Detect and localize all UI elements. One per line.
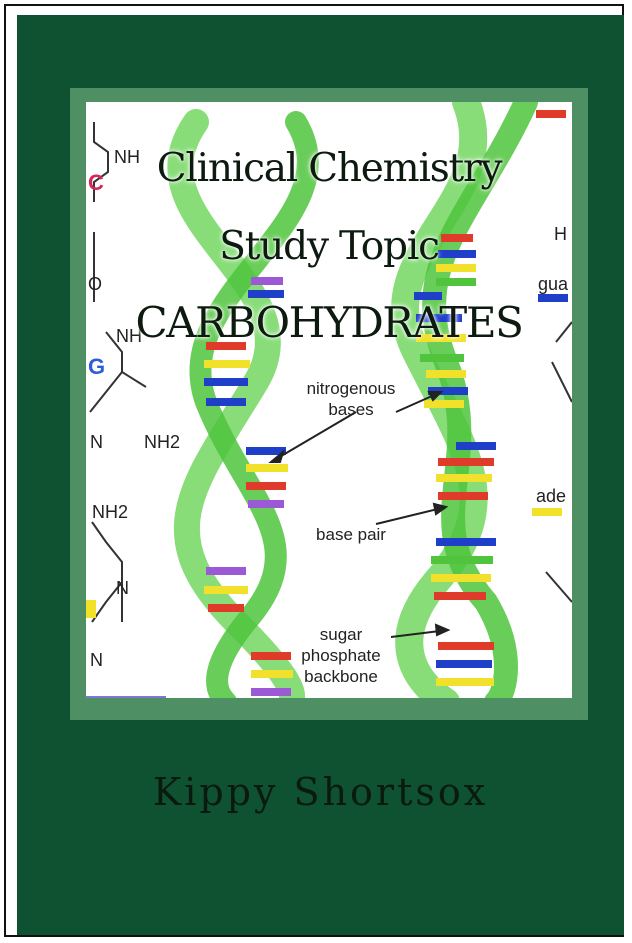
left-nh2-label-1: NH2	[144, 432, 181, 452]
right-gua-label: gua	[538, 274, 569, 294]
phosphate-text: phosphate	[301, 646, 381, 665]
right-base-pairs	[414, 110, 568, 686]
sugar-phosphate-backbone-label: sugar phosphate backbone	[286, 624, 396, 687]
book-title-line-1: Clinical Chemistry	[156, 146, 503, 191]
left-letter-g: G	[88, 354, 106, 379]
base-pair-label: base pair	[316, 525, 386, 544]
nitrogenous-text: nitrogenous	[306, 379, 396, 398]
left-o-label: O	[88, 274, 103, 294]
left-n-label-2: N	[116, 578, 129, 598]
right-ade-label: ade	[536, 486, 567, 506]
nitrogenous-bases-label: nitrogenous bases	[296, 378, 406, 420]
right-h-label: H	[554, 224, 567, 244]
bases-text: bases	[328, 400, 374, 419]
left-molecule-bonds	[89, 122, 572, 623]
sugar-text: sugar	[319, 625, 363, 644]
left-nh-label-2: NH	[116, 326, 142, 346]
book-title-line-2: Study Topic	[219, 224, 440, 269]
left-n-label-3: N	[90, 650, 103, 670]
left-nh2-label-2: NH2	[92, 502, 129, 522]
left-n-label-1: N	[90, 432, 103, 452]
book-title-line-3: CARBOHYDRATES	[135, 298, 524, 347]
dna-helix-graphic	[86, 102, 572, 698]
left-nh-label-1: NH	[114, 147, 140, 167]
backbone-text: backbone	[304, 667, 378, 686]
left-base-pairs	[204, 277, 293, 696]
left-letter-c: C	[88, 170, 104, 195]
label-arrows	[268, 391, 451, 638]
book-author: Kippy Shortsox	[152, 770, 489, 814]
dna-artwork: C NH O NH G N NH2 NH2 N N H gua ade nitr…	[86, 102, 572, 698]
